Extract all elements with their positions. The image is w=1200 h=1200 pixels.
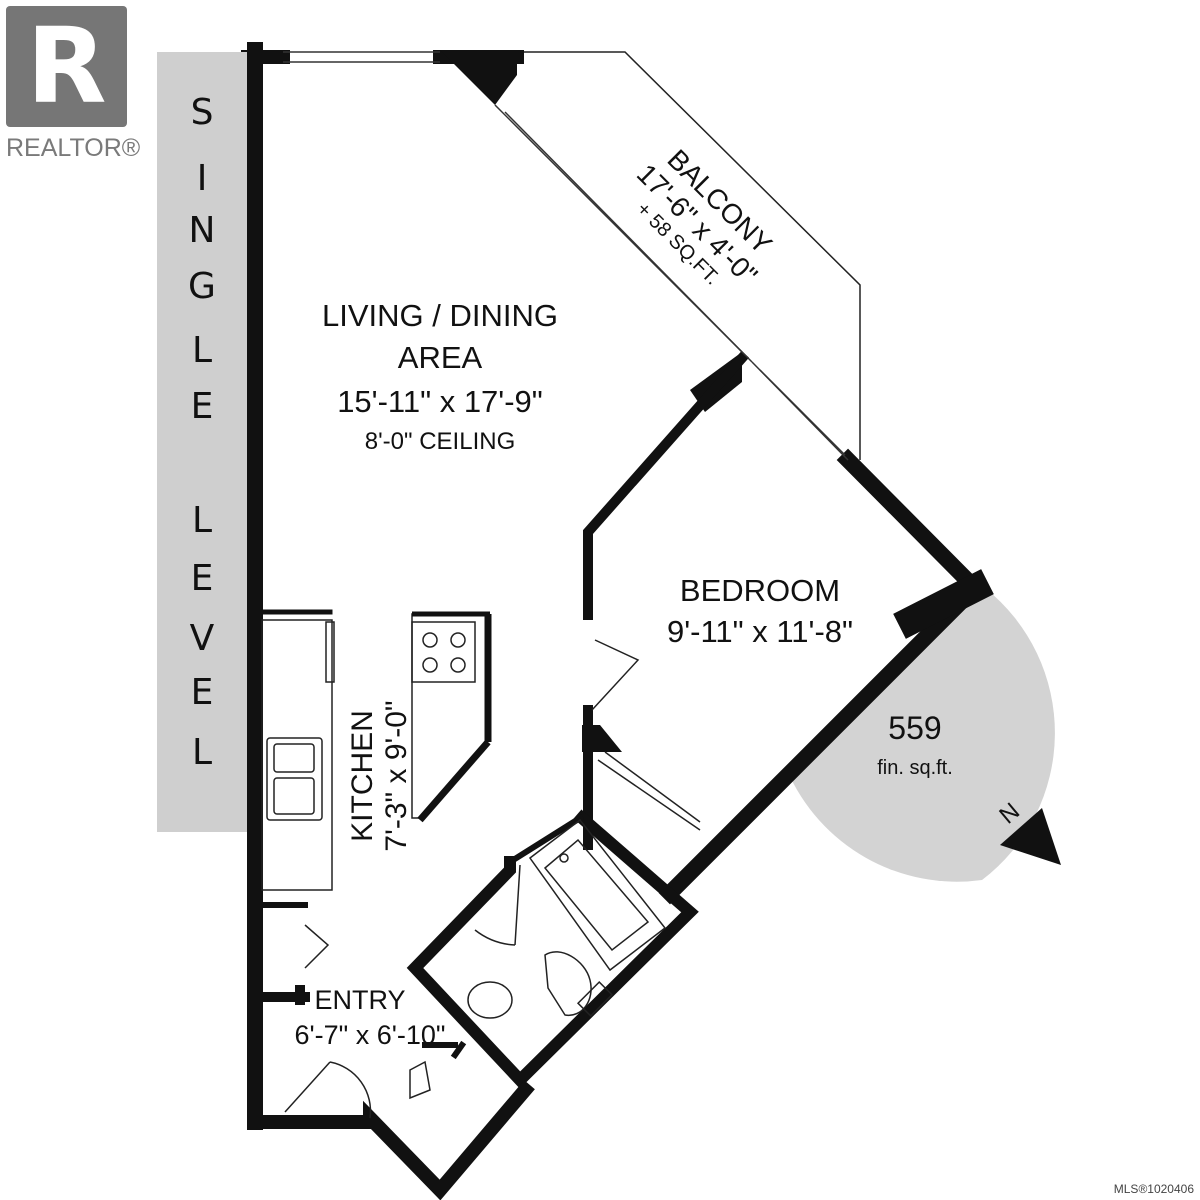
- realtor-logo: R REALTOR®: [6, 5, 140, 162]
- level-letter: G: [188, 266, 216, 307]
- level-letter: S: [190, 92, 214, 133]
- level-letter: L: [191, 330, 213, 371]
- living-ceiling: 8'-0" CEILING: [364, 428, 516, 455]
- living-name-line2: AREA: [397, 340, 483, 375]
- area-disk: [787, 588, 1055, 882]
- level-letter: V: [189, 618, 215, 659]
- logo-letter: R: [26, 5, 107, 127]
- balcony-outline: [515, 51, 861, 460]
- bathroom-fixtures: [467, 818, 667, 1019]
- living-name-line1: LIVING / DINING: [322, 298, 558, 333]
- doors: [284, 639, 701, 1119]
- logo-box: [6, 6, 127, 127]
- level-letter: E: [190, 386, 214, 427]
- north-arrow-icon: [1000, 808, 1061, 865]
- living-dims: 15'-11" x 17'-9": [337, 384, 543, 419]
- bedroom-name: BEDROOM: [679, 573, 841, 608]
- area-value: 559: [888, 710, 942, 746]
- level-letter: E: [190, 672, 214, 713]
- bedroom-dims: 9'-11" x 11'-8": [666, 614, 854, 649]
- area-unit: fin. sq.ft.: [877, 757, 953, 779]
- kitchen-label: KITCHEN 7'-3" x 9'-0": [346, 676, 414, 876]
- windows: [283, 51, 849, 461]
- logo-text: REALTOR®: [6, 134, 141, 162]
- kitchen-name: KITCHEN: [346, 710, 379, 842]
- entry-name: ENTRY: [314, 985, 406, 1015]
- kitchen-fixtures: [261, 611, 492, 891]
- level-banner: [157, 52, 247, 832]
- level-letter: I: [196, 158, 208, 199]
- level-letter: E: [190, 558, 214, 599]
- kitchen-dims: 7'-3" x 9'-0": [380, 700, 413, 852]
- entry-dims: 6'-7" x 6'-10": [294, 1020, 446, 1050]
- level-letter: L: [191, 500, 213, 541]
- level-letter: N: [188, 210, 216, 251]
- mls-number: MLS®1020406: [1113, 1182, 1194, 1196]
- level-letter: L: [191, 732, 213, 773]
